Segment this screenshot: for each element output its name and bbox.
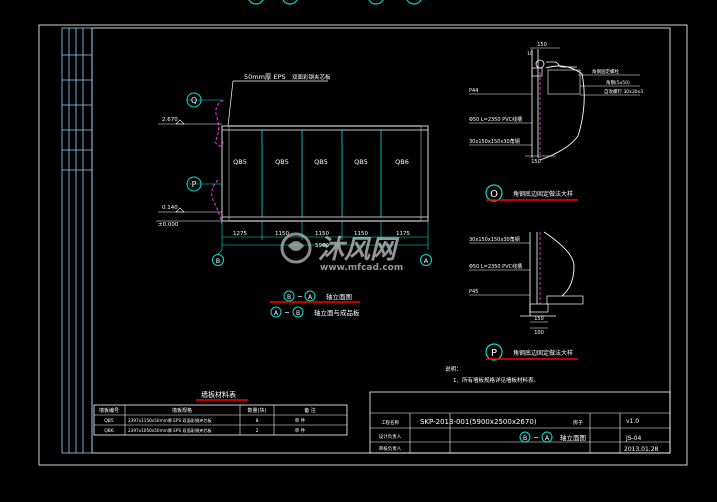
- panel-label: QB6: [395, 158, 409, 166]
- table-cell: 单 件: [295, 427, 306, 434]
- title-row-label: 工程名称: [381, 419, 399, 426]
- panel-label: QB5: [275, 158, 289, 166]
- level-base: ±0.000: [158, 222, 179, 228]
- title-axis-from: B: [523, 435, 527, 442]
- detail-o-note-left: Φ50 L=2350 PVC线槽: [469, 116, 522, 123]
- watermark-url: www.mfcad.com: [320, 263, 403, 273]
- detail-o-dim-top2: 10: [527, 51, 533, 57]
- elevation-top-note-tail: 双面彩钢夹芯板: [292, 73, 331, 81]
- axis-bubble-b-label: B: [216, 257, 220, 265]
- caption1-text: 轴立面图: [326, 292, 352, 301]
- table-cell: 2: [256, 428, 259, 434]
- table-header: 墙板编号: [99, 407, 119, 414]
- detail-p-dim-bot2: 100: [534, 330, 544, 336]
- general-notes: 说明： 1、所有墙板规格详见墙板材料表。: [445, 365, 539, 384]
- panel-label: QB5: [233, 158, 247, 166]
- elevation-top-note: 50mm厚 EPS: [244, 73, 286, 81]
- detail-o-note-left: 30x150x150x30角钢: [469, 138, 520, 145]
- binding-strip: [62, 28, 92, 453]
- watermark-text: 沐风网: [318, 235, 400, 265]
- axis-bubble-q-label: Q: [191, 96, 197, 105]
- detail-o-note-right: 角钢(5x50): [606, 79, 630, 86]
- dim-label: 1275: [233, 231, 247, 237]
- elevation-captions: B ~ A 轴立面图 A ~ B 轴立面与成品板: [270, 291, 360, 317]
- wall-panel-outline: [222, 126, 428, 221]
- caption1-tilde: ~: [297, 293, 303, 301]
- level-mid: 0.140: [162, 205, 178, 211]
- fastener-detail-bottom: [212, 180, 222, 224]
- table-cell: 2397x1050x50mm厚 EPS 双面彩钢夹芯板: [128, 427, 213, 434]
- detail-p-bubble-label: P: [491, 348, 497, 359]
- caption2-text: 轴立面与成品板: [314, 308, 360, 317]
- title-block: SKP-2013-001(5900x2500x2670) 房子 v1.0 工程名…: [370, 392, 670, 453]
- material-table: 墙板材料表 墙板编号 墙板规格 数量(块) 备 注 QB5 2397x1150x…: [94, 390, 347, 435]
- axis-bubble-a-label: A: [424, 257, 429, 265]
- title-project-suffix: 房子: [573, 419, 583, 426]
- detail-p-dim-bot: 150: [534, 316, 544, 322]
- title-version: v1.0: [626, 418, 639, 425]
- notes-heading: 说明：: [445, 365, 462, 373]
- title-project: SKP-2013-001(5900x2500x2670): [420, 418, 537, 426]
- detail-p-title: 角钢底边固定做法大样: [513, 349, 573, 357]
- table-cell: 2397x1150x50mm厚 EPS 双面彩钢夹芯板: [128, 417, 213, 424]
- detail-p-note-left: Φ50 L=2350 PVC线槽: [469, 263, 522, 270]
- detail-o-dim-top: 150: [537, 42, 547, 48]
- table-header: 数量(块): [248, 407, 267, 414]
- title-row-label: 审核负责人: [379, 445, 402, 452]
- table-cell: 8: [256, 418, 259, 424]
- detail-o-title: 角钢底边固定做法大样: [513, 190, 573, 198]
- title-drawing-name: 轴立面图: [560, 433, 586, 442]
- dim-label: 1175: [396, 231, 410, 237]
- table-cell: QB6: [104, 428, 114, 434]
- detail-p-note-left: 30x150x150x30角钢: [469, 236, 520, 243]
- detail-p-note-left: P45: [469, 289, 478, 295]
- detail-o-bubble-label: O: [490, 189, 498, 200]
- caption2-tilde: ~: [284, 309, 290, 317]
- table-cell: 单 件: [295, 417, 306, 424]
- top-cutoff-bubbles: [248, 0, 422, 4]
- title-date: 2013.01.28: [624, 446, 659, 453]
- detail-o-dim-bot: 150: [531, 159, 541, 165]
- notes-line1: 1、所有墙板规格详见墙板材料表。: [453, 376, 539, 384]
- caption1-axis-from: B: [287, 294, 291, 301]
- caption2-axis-to: B: [296, 310, 300, 317]
- table-header: 备 注: [304, 407, 316, 414]
- detail-o-note-left: P44: [469, 88, 478, 94]
- watermark: 沐风网 www.mfcad.com: [282, 234, 403, 273]
- axis-bubble-p-label: P: [192, 180, 197, 189]
- panel-label: QB5: [314, 158, 328, 166]
- table-header: 墙板规格: [172, 407, 192, 414]
- title-sheet-no: JS-04: [625, 435, 642, 442]
- detail-o-note-right: 角钢固定螺栓: [592, 68, 619, 75]
- detail-o-note-right: 自攻螺钉 30x30x3: [604, 88, 643, 95]
- table-cell: QB5: [104, 418, 114, 424]
- material-table-title: 墙板材料表: [201, 390, 236, 399]
- title-row-label: 设计负责人: [379, 433, 402, 440]
- level-top: 2.670: [162, 117, 178, 123]
- detail-p: 150 100 30x150x150x30角钢 Φ50 L=2350 PVC线槽…: [469, 232, 583, 360]
- title-tilde: ~: [533, 434, 539, 442]
- panel-label: QB5: [354, 158, 368, 166]
- detail-o: 150 10 P44 Φ50 L=2350 PVC线槽 30x150x150x3…: [469, 42, 643, 201]
